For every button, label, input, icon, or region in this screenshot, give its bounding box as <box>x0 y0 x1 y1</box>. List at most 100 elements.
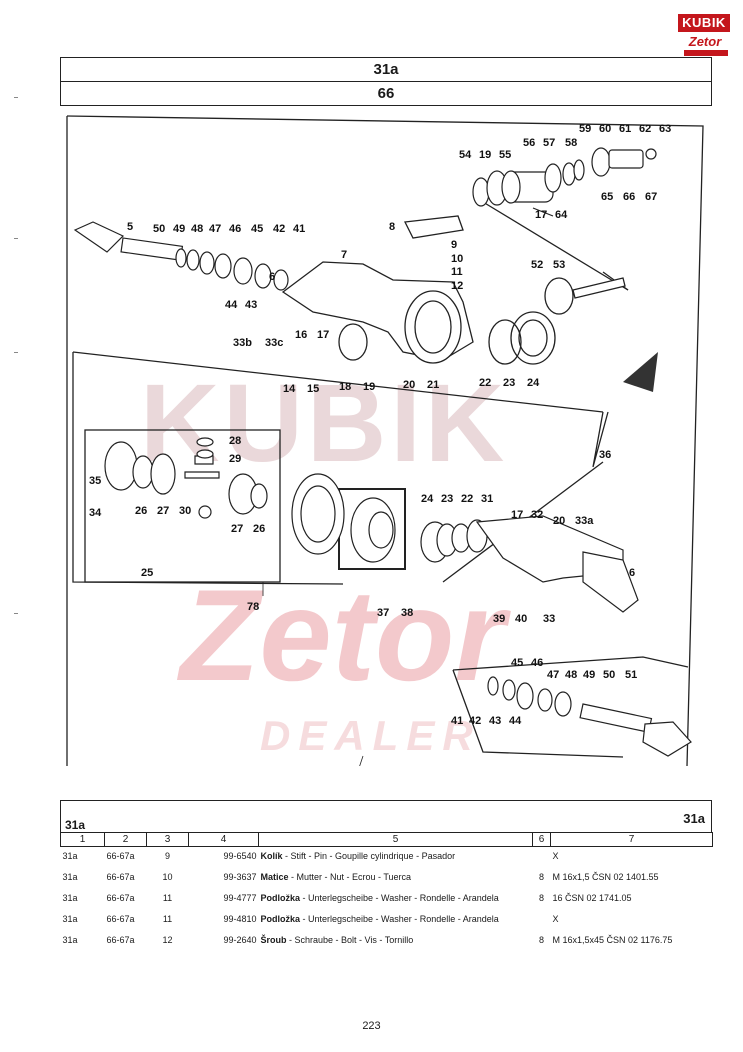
svg-text:25: 25 <box>141 567 153 579</box>
svg-text:7: 7 <box>341 249 347 261</box>
exploded-axle-diagram: 5 50 49 48 47 46 45 42 41 7 6 44 43 33b … <box>66 115 704 766</box>
svg-text:59: 59 <box>579 123 591 135</box>
svg-text:46: 46 <box>229 223 241 235</box>
guide-line <box>72 351 604 413</box>
upper-half-shaft <box>73 221 289 291</box>
svg-text:56: 56 <box>523 137 535 149</box>
cell-position: 11 <box>162 893 173 903</box>
svg-text:15: 15 <box>307 383 319 395</box>
cell-description: Podložka - Unterlegscheibe - Washer - Ro… <box>259 889 533 910</box>
cell-norm: M 16x1,5x45 ČSN 02 1176.75 <box>552 935 673 945</box>
svg-text:53: 53 <box>553 259 565 271</box>
svg-text:35: 35 <box>89 475 101 487</box>
group-header: 66 <box>60 81 712 106</box>
svg-text:26: 26 <box>253 523 265 535</box>
svg-text:62: 62 <box>639 123 651 135</box>
svg-text:33b: 33b <box>233 337 252 349</box>
col-header-3: 3 <box>146 832 189 847</box>
cell-norm: M 16x1,5 ČSN 02 1401.55 <box>552 872 659 882</box>
diagram-frame <box>66 115 704 766</box>
part-translations: - Mutter - Nut - Ecrou - Tuerca <box>288 872 412 882</box>
margin-tick <box>14 352 18 353</box>
cell-norm: 16 ČSN 02 1741.05 <box>552 893 632 903</box>
table-row: 31a 66-67a 10 99-3637 Matice - Mutter - … <box>61 868 713 889</box>
cell-group: 66-67a <box>106 935 135 945</box>
svg-text:19: 19 <box>363 381 375 393</box>
svg-text:6: 6 <box>629 567 635 579</box>
svg-text:50: 50 <box>603 669 615 681</box>
svg-text:47: 47 <box>547 669 559 681</box>
svg-text:8: 8 <box>389 221 395 233</box>
svg-text:16: 16 <box>295 329 307 341</box>
part-translations: - Unterlegscheibe - Washer - Rondelle - … <box>300 914 499 924</box>
svg-text:51: 51 <box>625 669 637 681</box>
svg-text:52: 52 <box>531 259 543 271</box>
cell-section: 31a <box>62 851 78 861</box>
direction-arrow-icon <box>623 352 658 392</box>
svg-text:11: 11 <box>451 266 463 278</box>
svg-text:41: 41 <box>451 715 463 727</box>
cell-part-number: 99-6540 <box>223 851 257 861</box>
cell-part-number: 99-3637 <box>223 872 257 882</box>
cell-position: 11 <box>162 914 173 924</box>
svg-text:54: 54 <box>459 149 472 161</box>
svg-text:5: 5 <box>127 221 133 233</box>
svg-text:29: 29 <box>229 453 241 465</box>
svg-text:21: 21 <box>427 379 439 391</box>
col-header-4: 4 <box>188 832 259 847</box>
svg-text:32: 32 <box>531 509 543 521</box>
part-translations: - Stift - Pin - Goupille cylindrique - P… <box>282 851 456 861</box>
lower-half-shaft <box>487 676 692 757</box>
svg-text:63: 63 <box>659 123 671 135</box>
svg-text:33a: 33a <box>575 515 594 527</box>
part-translations: - Unterlegscheibe - Washer - Rondelle - … <box>300 893 499 903</box>
svg-text:10: 10 <box>451 253 463 265</box>
table-row: 31a 66-67a 11 99-4810 Podložka - Unterle… <box>61 910 713 931</box>
svg-text:40: 40 <box>515 613 527 625</box>
svg-text:18: 18 <box>339 381 351 393</box>
svg-text:27: 27 <box>157 505 169 517</box>
margin-tick <box>14 97 18 98</box>
svg-text:28: 28 <box>229 435 241 447</box>
part-name: Podložka <box>260 893 301 903</box>
cell-part-number: 99-4777 <box>223 893 257 903</box>
cell-section: 31a <box>62 872 78 882</box>
section-header: 31a <box>60 57 712 82</box>
cell-group: 66-67a <box>106 914 135 924</box>
svg-text:44: 44 <box>509 715 522 727</box>
svg-text:36: 36 <box>599 449 611 461</box>
svg-text:55: 55 <box>499 149 511 161</box>
svg-text:42: 42 <box>469 715 481 727</box>
differential-parts <box>104 437 268 519</box>
svg-text:78: 78 <box>247 601 259 613</box>
cell-norm: X <box>552 851 559 861</box>
svg-text:22: 22 <box>461 493 473 505</box>
col-header-5: 5 <box>258 832 533 847</box>
pinion-shaft-assembly <box>472 147 657 217</box>
logo-kubik-text: KUBIK <box>678 14 730 32</box>
differential-inset-box <box>84 429 281 583</box>
svg-text:24: 24 <box>421 493 434 505</box>
svg-text:19: 19 <box>479 149 491 161</box>
guide-line <box>482 201 629 291</box>
cell-qty <box>533 910 551 931</box>
cell-section: 31a <box>62 935 78 945</box>
cell-norm: X <box>552 914 559 924</box>
table-row: 31a 66-67a 11 99-4777 Podložka - Unterle… <box>61 889 713 910</box>
svg-text:57: 57 <box>543 137 555 149</box>
ring-gear-carrier <box>291 473 639 613</box>
svg-text:17: 17 <box>535 209 547 221</box>
svg-text:42: 42 <box>273 223 285 235</box>
kubik-zetor-logo: KUBIK Zetor <box>678 14 730 60</box>
svg-text:58: 58 <box>565 137 577 149</box>
svg-text:12: 12 <box>451 280 463 292</box>
table-row: 31a 66-67a 12 99-2640 Šroub - Schraube -… <box>61 931 713 952</box>
svg-text:48: 48 <box>191 223 203 235</box>
cell-position: 9 <box>164 851 170 861</box>
guide-line <box>452 656 689 671</box>
svg-text:41: 41 <box>293 223 305 235</box>
table-section-right: 31a <box>683 811 705 826</box>
svg-text:31: 31 <box>481 493 493 505</box>
cell-qty: 8 <box>538 872 544 882</box>
svg-text:27: 27 <box>231 523 243 535</box>
